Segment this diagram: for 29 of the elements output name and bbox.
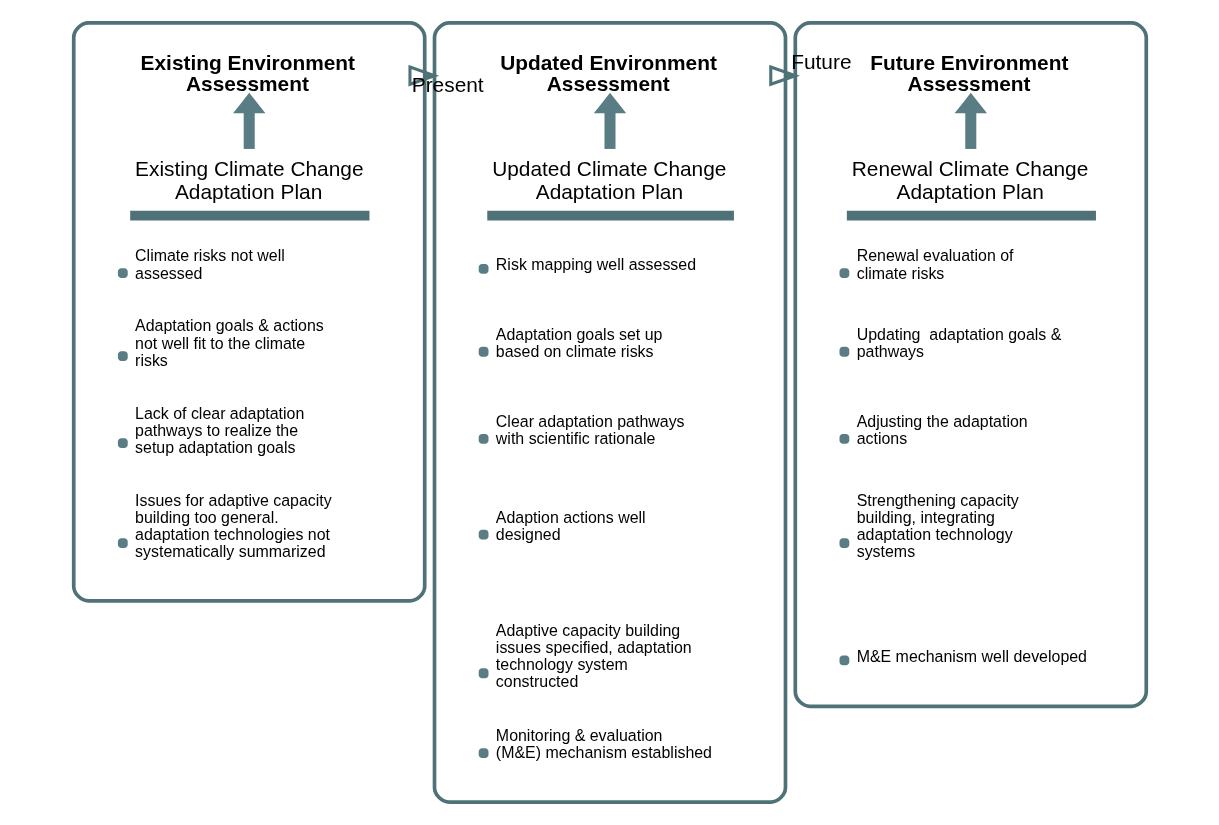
node-box — [846, 210, 1096, 221]
node-box — [486, 210, 734, 221]
node-label: Lack of clear adaptation pathways to realize the setup adaptation goals — [134, 404, 304, 456]
node-text: Updated Environment Assessment — [499, 51, 717, 96]
node-label: Strengthening capacity building, integrating adaptation technology systems — [856, 491, 1019, 561]
node-label: Adaptation goals & actions not well fit to the climate risks — [134, 317, 324, 369]
node-label: Climate risks not well assessed — [134, 247, 285, 282]
node-label: Adjusting the adaptation actions — [856, 413, 1028, 448]
node-label: Adaptation goals set up based on climate risks — [495, 325, 662, 361]
node-label: Risk mapping well assessed — [495, 256, 696, 274]
node-label: M&E mechanism well developed — [856, 647, 1087, 665]
node-label: Renewal evaluation of climate risks — [856, 247, 1013, 282]
arrow — [768, 64, 800, 87]
node-text: Existing Environment Assessment — [140, 51, 355, 96]
node-label: Renewal Climate Change Adaptation Plan — [851, 156, 1088, 204]
node-label: Clear adaptation pathways with scientific rationale — [495, 413, 685, 448]
node-box — [129, 210, 369, 221]
arrow — [232, 92, 265, 149]
node-label: Monitoring & evaluation (M&E) mechanism established — [495, 727, 712, 762]
node-label: Updated Climate Change Adaptation Plan — [491, 156, 726, 204]
node-label: Issues for adaptive capacity building too general. adaptation technologies not systematically summarized — [134, 491, 332, 561]
node-label: Adaption actions well designed — [495, 508, 646, 543]
arrow — [954, 92, 987, 149]
node-label: Updating adaptation goals & pathways — [856, 325, 1061, 361]
node-label: Existing Climate Change Adaptation Plan — [134, 156, 363, 204]
arrow — [593, 92, 626, 149]
node-label: Adaptive capacity building issues specified, adaptation technology system constructed — [495, 621, 692, 691]
cluster — [792, 21, 1148, 709]
node-text: Future Environment Assessment — [869, 51, 1068, 96]
